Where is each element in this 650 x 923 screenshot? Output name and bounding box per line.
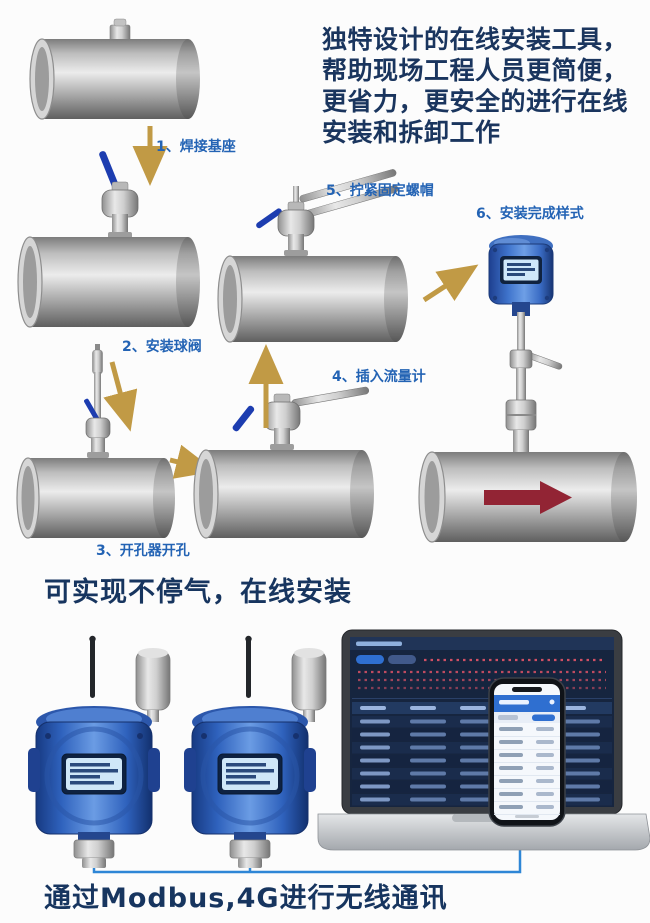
gas-detector-1 [28, 636, 170, 868]
laptop [317, 629, 650, 851]
flow-direction-arrow [484, 481, 572, 514]
step-3-label: 3、开孔器开孔 [96, 543, 190, 559]
pipe-step5-tighten-nut [217, 169, 408, 343]
installed-flowmeter [418, 235, 637, 543]
pipe-step1-weld-base [29, 18, 200, 120]
pipe-step3-hole-opener [16, 344, 175, 539]
step-2-label: 2、安装球阀 [122, 339, 202, 355]
pipe-step4-insert-flowmeter [193, 386, 374, 539]
gas-detector-2 [184, 636, 326, 868]
intro-text: 独特设计的在线安装工具， 帮助现场工程人员更简便， 更省力，更安全的进行在线安装… [322, 25, 629, 147]
step-4-label: 4、插入流量计 [332, 369, 426, 385]
step-5-label: 5、拧紧固定螺帽 [326, 183, 434, 199]
wireless-communication-diagram [0, 629, 650, 874]
middle-caption: 可实现不停气，在线安装 [44, 577, 352, 608]
installation-steps-diagram [16, 18, 637, 543]
laptop-screen-dashboard [350, 637, 614, 807]
step-1-label: 1、焊接基座 [156, 139, 236, 155]
bottom-caption: 通过Modbus,4G进行无线通讯 [44, 883, 448, 914]
step-6-label: 6、安装完成样式 [476, 206, 584, 222]
arrow-step2 [103, 361, 138, 432]
laptop-base [317, 813, 650, 851]
arrow-step5 [422, 264, 479, 303]
smartphone [488, 677, 566, 827]
pipe-step2-ball-valve [17, 151, 200, 328]
phone-app-screen [494, 695, 560, 818]
